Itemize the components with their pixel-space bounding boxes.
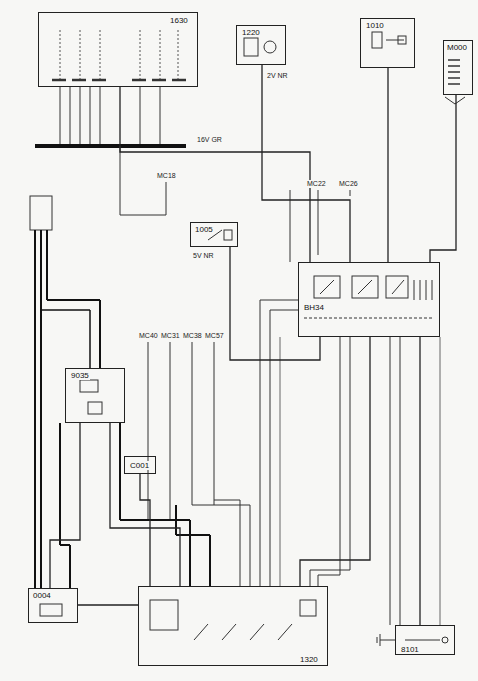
component-code: 1220 [241, 28, 261, 37]
component-code: M000 [446, 43, 468, 52]
connector-block: 1630 [38, 12, 198, 87]
wire-label: 2V NR [266, 72, 289, 80]
wire-label: MC31 [160, 332, 181, 340]
component-code: 1005 [194, 225, 214, 234]
component-code: 0004 [32, 591, 52, 600]
wire-label: 5V NR [192, 252, 215, 260]
wire [387, 68, 388, 262]
wire [110, 423, 180, 586]
wire-label: MC40 [138, 332, 159, 340]
wire [430, 95, 456, 262]
wire [140, 474, 150, 586]
component-code: 1010 [365, 21, 385, 30]
component-code: BH34 [303, 303, 325, 312]
wire [120, 87, 310, 262]
wire [300, 337, 370, 586]
fuse-box: BH34 [298, 262, 440, 337]
relay-box: 9035 [65, 368, 125, 423]
diagnostic-socket: C001 [124, 456, 156, 474]
wire [262, 65, 350, 262]
component-box: 0004 [28, 588, 78, 623]
wire-label: MC18 [156, 172, 177, 180]
wire [78, 604, 138, 605]
wire [50, 423, 80, 588]
wire-label: MC57 [204, 332, 225, 340]
wire-label: MC22 [306, 180, 327, 188]
earth-connector: M000 [443, 40, 473, 95]
component-box: 8101 [395, 625, 455, 655]
control-unit: 1320 [138, 586, 328, 666]
switch-box: 1005 [190, 222, 238, 247]
component-code: C001 [129, 461, 150, 470]
wire-label: MC26 [338, 180, 359, 188]
motor-box: 1010 [360, 18, 415, 68]
wire-label: MC38 [182, 332, 203, 340]
component-code: 1630 [169, 16, 189, 25]
component-code: 1320 [299, 655, 319, 664]
wire-label: 16V GR [196, 136, 223, 144]
component-code: 8101 [400, 645, 420, 654]
sensor-box: 1220 [236, 25, 286, 65]
wire [419, 337, 420, 625]
component-code: 9035 [70, 371, 90, 380]
